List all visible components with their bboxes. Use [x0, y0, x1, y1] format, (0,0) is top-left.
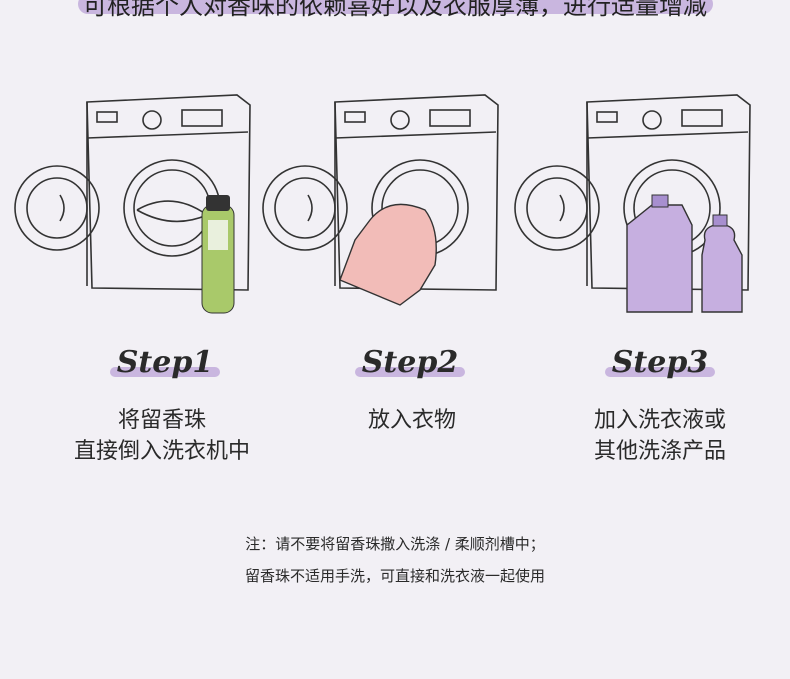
washing-machine-clothes-icon: [262, 94, 499, 306]
header-highlight: [78, 0, 713, 14]
washing-machine-detergent-icon: [514, 94, 751, 313]
note-line-1: 注：请不要将留香珠撒入洗涤 / 柔顺剂槽中；: [245, 535, 545, 553]
step-3-description: 加入洗衣液或其他洗涤产品: [593, 408, 726, 464]
header-text: 可根据个人对香味的依赖喜好以及衣服厚薄，进行适量增减: [83, 0, 707, 20]
step-1-label: Step1: [45, 345, 285, 380]
step-3-label: Step3: [540, 345, 780, 380]
step-2-label: Step2: [290, 345, 530, 380]
washing-machine-bottle-icon: [14, 94, 251, 314]
step-1-description: 将留香珠直接倒入洗衣机中: [73, 408, 250, 464]
note-line-2: 留香珠不适用手洗，可直接和洗衣液一起使用: [244, 567, 545, 585]
step-2-description: 放入衣物: [367, 408, 456, 433]
